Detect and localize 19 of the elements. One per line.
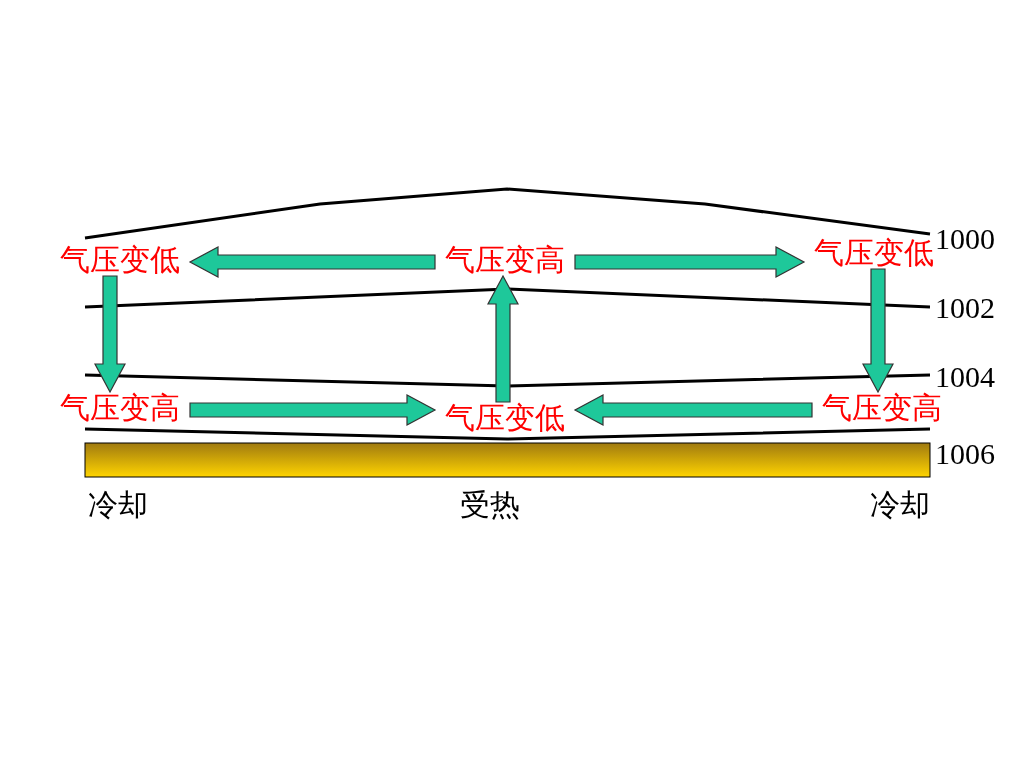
pressure-label: 气压变低 — [50, 244, 190, 276]
pressure-label: 气压变高 — [50, 392, 190, 424]
pressure-label: 气压变低 — [435, 402, 575, 434]
block-arrow — [487, 274, 519, 403]
block-arrow — [189, 394, 437, 426]
surface-label: 冷却 — [88, 488, 148, 522]
pressure-label: 气压变高 — [435, 244, 575, 276]
block-arrow — [573, 394, 813, 426]
surface-label: 冷却 — [870, 488, 930, 522]
isobar-value: 1004 — [935, 360, 995, 393]
pressure-label: 气压变高 — [812, 392, 952, 424]
isobar-value: 1006 — [935, 437, 995, 471]
block-arrow — [574, 246, 806, 278]
block-arrow — [862, 268, 894, 394]
isobar-value: 1000 — [935, 222, 995, 256]
block-arrow — [188, 246, 436, 278]
block-arrow — [94, 275, 126, 394]
surface-label: 受热 — [460, 488, 520, 522]
isobar-value: 1002 — [935, 291, 995, 325]
